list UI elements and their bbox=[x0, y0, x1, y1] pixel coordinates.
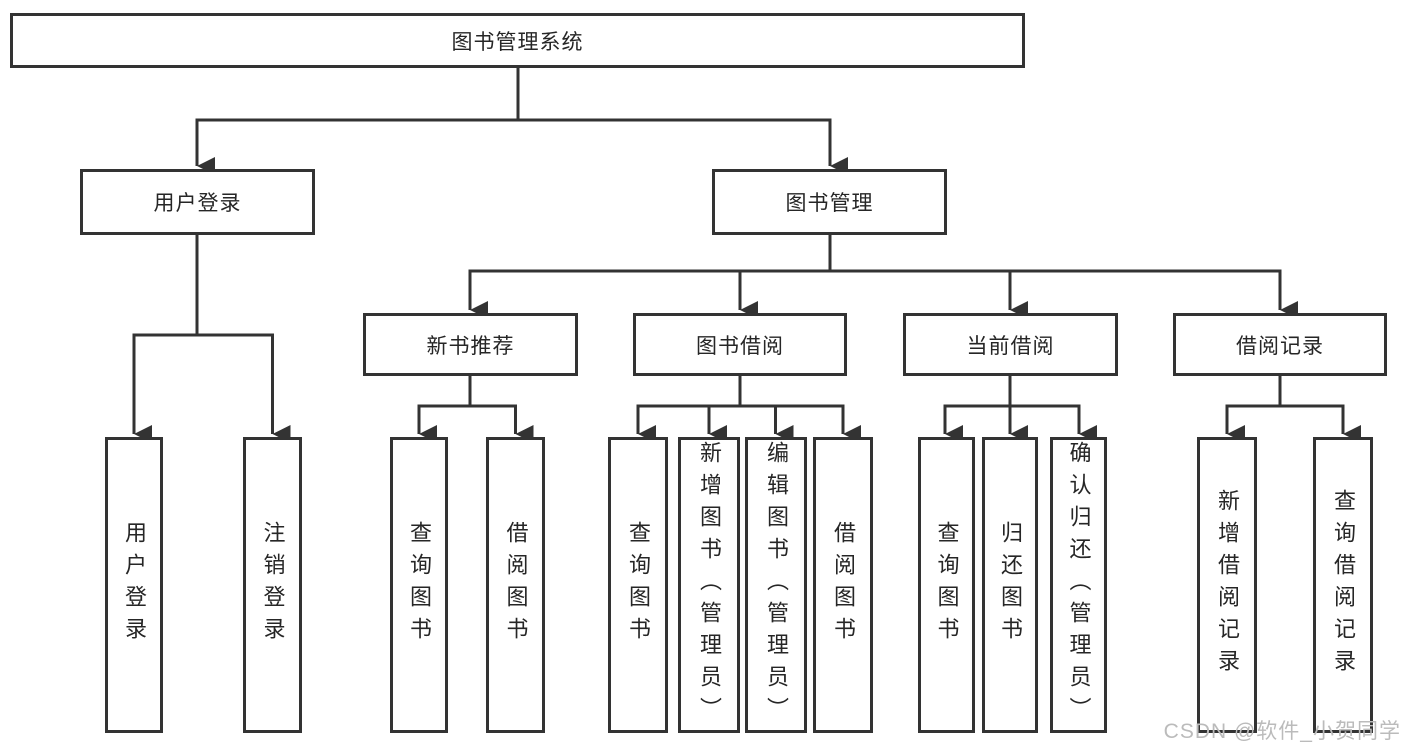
node-add-book-admin: 新增图书（管理员） bbox=[678, 437, 740, 733]
node-borrow-record: 借阅记录 bbox=[1173, 313, 1387, 376]
leaf-label: 注销登录 bbox=[260, 521, 286, 649]
node-query-books-2: 查询图书 bbox=[608, 437, 668, 733]
leaf-label: 查询借阅记录 bbox=[1331, 489, 1356, 681]
node-book-management-label: 图书管理 bbox=[785, 192, 874, 215]
connector-userlogin-split bbox=[132, 235, 274, 337]
connector-bookmgmt-split bbox=[468, 235, 1282, 273]
node-query-books-3: 查询图书 bbox=[918, 437, 975, 733]
leaf-label: 借阅图书 bbox=[831, 521, 856, 649]
node-return-book: 归还图书 bbox=[982, 437, 1038, 733]
node-borrow-books-1: 借阅图书 bbox=[486, 437, 545, 733]
leaf-label: 归还图书 bbox=[998, 521, 1023, 649]
node-borrow-record-label: 借阅记录 bbox=[1236, 334, 1324, 358]
node-confirm-return-admin: 确认归还（管理员） bbox=[1050, 437, 1107, 733]
connector-newbook-split bbox=[417, 376, 517, 408]
leaf-label: 编辑图书（管理员） bbox=[764, 441, 789, 729]
node-book-management: 图书管理 bbox=[712, 169, 947, 235]
leaf-label: 确认归还（管理员） bbox=[1066, 441, 1092, 729]
node-root: 图书管理系统 bbox=[10, 13, 1025, 68]
node-user-login-label: 用户登录 bbox=[153, 192, 242, 215]
node-borrow-books-2: 借阅图书 bbox=[813, 437, 873, 733]
node-current-borrow-label: 当前借阅 bbox=[966, 334, 1055, 358]
connector-borrowrecord-split bbox=[1225, 376, 1345, 408]
node-new-book-label: 新书推荐 bbox=[426, 334, 515, 358]
node-query-borrow-record: 查询借阅记录 bbox=[1313, 437, 1373, 733]
node-query-books-1: 查询图书 bbox=[390, 437, 448, 733]
node-new-book: 新书推荐 bbox=[363, 313, 578, 376]
connector-currentborrow-split bbox=[943, 376, 1081, 408]
node-current-borrow: 当前借阅 bbox=[903, 313, 1118, 376]
node-add-borrow-record: 新增借阅记录 bbox=[1197, 437, 1257, 733]
node-user-login-leaf: 用户登录 bbox=[105, 437, 163, 733]
node-edit-book-admin: 编辑图书（管理员） bbox=[745, 437, 807, 733]
node-root-label: 图书管理系统 bbox=[451, 30, 584, 54]
leaf-label: 查询图书 bbox=[626, 521, 651, 649]
node-user-login: 用户登录 bbox=[80, 169, 315, 235]
leaf-label: 新增借阅记录 bbox=[1215, 489, 1240, 681]
node-book-borrow: 图书借阅 bbox=[633, 313, 847, 376]
connector-bookborrow-split bbox=[636, 376, 845, 408]
leaf-label: 用户登录 bbox=[122, 521, 147, 649]
leaf-label: 查询图书 bbox=[407, 521, 432, 649]
leaf-label: 新增图书（管理员） bbox=[697, 441, 722, 729]
node-logout-leaf: 注销登录 bbox=[243, 437, 302, 733]
connector-root-split bbox=[195, 68, 832, 122]
node-book-borrow-label: 图书借阅 bbox=[696, 334, 784, 358]
watermark: CSDN @软件_小贺同学 bbox=[1163, 720, 1401, 743]
leaf-label: 借阅图书 bbox=[503, 521, 529, 649]
leaf-label: 查询图书 bbox=[934, 521, 960, 649]
